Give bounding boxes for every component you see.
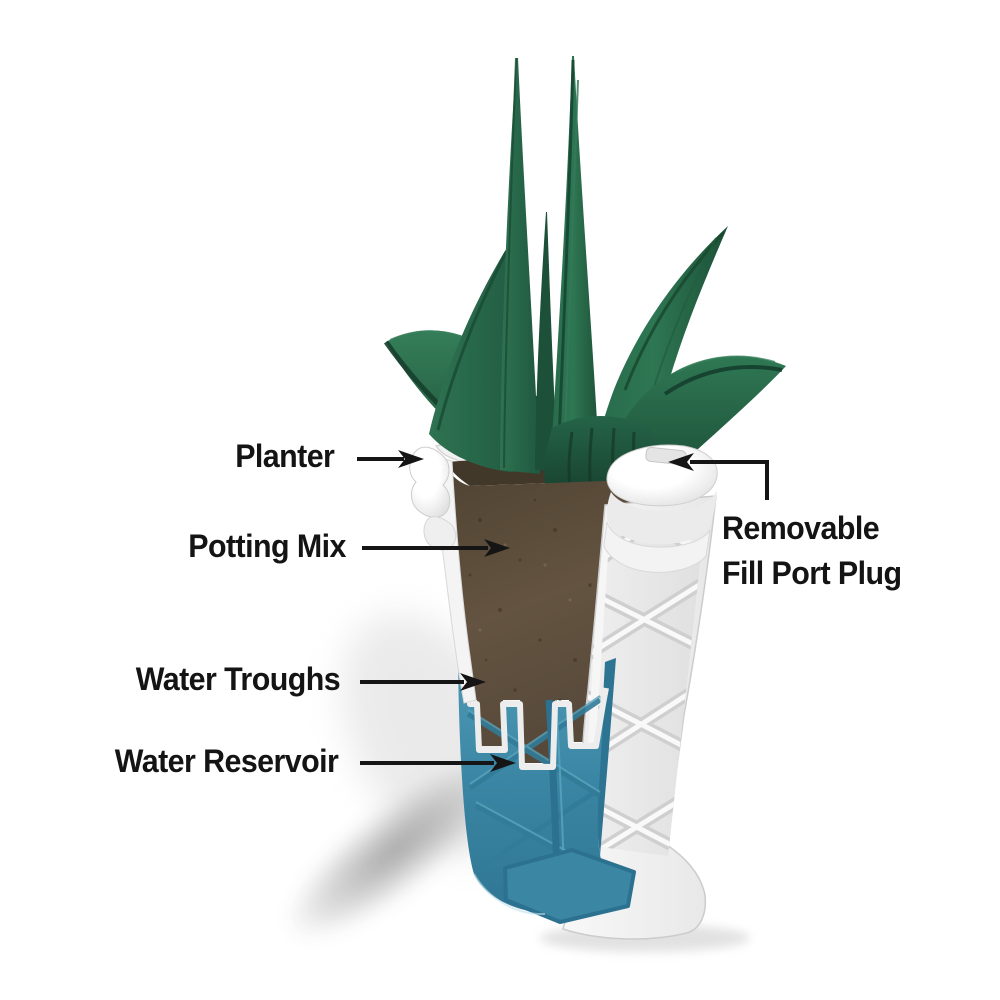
label-water-troughs: Water Troughs <box>135 661 341 697</box>
planter-body <box>562 444 718 940</box>
potting-mix-arrow <box>362 539 510 557</box>
callout-arrows <box>357 450 769 772</box>
label-fill-port-line1: Removable <box>722 510 880 546</box>
planter-cut-edge <box>409 446 477 704</box>
planter-arrow <box>357 450 424 468</box>
label-planter: Planter <box>234 438 335 474</box>
agave-plant <box>383 56 786 500</box>
label-fill-port-plug: Removable Fill Port Plug <box>722 506 902 596</box>
fill-port-arrow <box>668 453 769 500</box>
label-fill-port-line2: Fill Port Plug <box>722 555 902 591</box>
water-troughs-arrow <box>360 673 486 691</box>
label-water-reservoir: Water Reservoir <box>114 743 338 779</box>
water-trough-edge <box>463 663 609 770</box>
water-reservoir-arrow <box>360 754 516 772</box>
water-reservoir-section <box>458 658 636 924</box>
label-potting-mix: Potting Mix <box>188 528 346 564</box>
rim-roll <box>606 444 718 507</box>
